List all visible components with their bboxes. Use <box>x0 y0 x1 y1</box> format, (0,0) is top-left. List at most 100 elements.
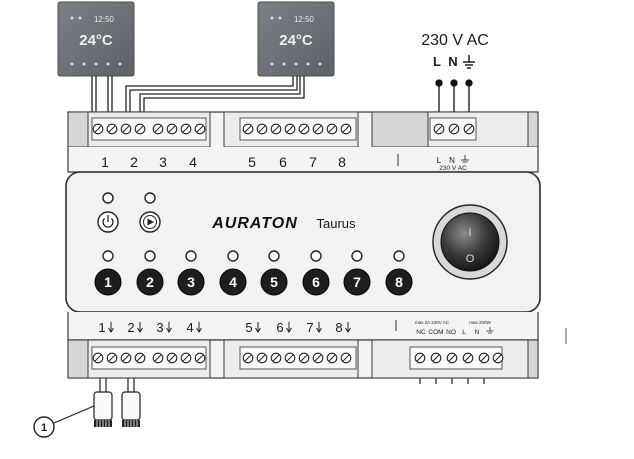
controller-housing <box>65 111 541 384</box>
zone-button-label-1: 1 <box>104 274 112 290</box>
bottom-screw-4 <box>134 352 146 364</box>
top-power-rating: 230 V AC <box>439 165 467 172</box>
top-terminal-label-1: 1 <box>101 154 109 170</box>
zone-button-4[interactable]: 4 <box>219 250 247 296</box>
top-power-screw-2 <box>448 123 460 135</box>
zone-led-2 <box>144 250 156 262</box>
top-power-l: L <box>437 156 442 165</box>
bottom-power-screw-6 <box>492 352 504 364</box>
pump-play-icon <box>139 211 161 233</box>
thermostat-2-temp: 24°C <box>279 32 313 49</box>
svg-text:7: 7 <box>306 320 313 335</box>
svg-text:8: 8 <box>335 320 342 335</box>
bottom-no: NO <box>446 329 456 336</box>
bottom-terminal-label-1: 1 <box>98 320 114 335</box>
bottom-terminal-label-5: 5 <box>245 320 261 335</box>
ground-icon <box>463 55 475 69</box>
switch-off-mark: O <box>466 253 475 265</box>
top-terminal-label-5: 5 <box>248 154 256 170</box>
top-screw-2 <box>106 123 118 135</box>
bottom-screw-7 <box>180 352 192 364</box>
zone-button-label-6: 6 <box>312 274 320 290</box>
thermostat-1-time: 12:50 <box>94 15 115 24</box>
callout-circle <box>33 416 55 438</box>
top-screw-4 <box>134 123 146 135</box>
bottom-screw-12 <box>284 352 296 364</box>
bottom-terminal-label-8: 8 <box>335 320 351 335</box>
bottom-screw-1 <box>92 352 104 364</box>
bottom-screw-2 <box>106 352 118 364</box>
brand-name: AURATON <box>211 215 298 232</box>
zone-led-7 <box>351 250 363 262</box>
bottom-screw-10 <box>256 352 268 364</box>
top-screw-10 <box>256 123 268 135</box>
svg-text:3: 3 <box>156 320 163 335</box>
top-terminal-label-8: 8 <box>338 154 346 170</box>
top-screw-1 <box>92 123 104 135</box>
power-n-label: N <box>448 54 457 69</box>
top-screw-13 <box>298 123 310 135</box>
bottom-screw-8 <box>194 352 206 364</box>
top-terminal-block-power <box>371 111 529 148</box>
zone-led-8 <box>393 250 405 262</box>
bottom-power-screw-5 <box>478 352 490 364</box>
top-screw-15 <box>326 123 338 135</box>
bottom-screw-3 <box>120 352 132 364</box>
zone-button-7[interactable]: 7 <box>343 250 371 296</box>
bottom-power-screw-4 <box>462 352 474 364</box>
switch-on-mark: I <box>468 227 471 239</box>
zone-button-1[interactable]: 1 <box>94 250 122 296</box>
zone-button-8[interactable]: 8 <box>385 250 413 296</box>
top-screw-6 <box>166 123 178 135</box>
svg-text:2: 2 <box>127 320 134 335</box>
power-standby-icon <box>97 211 119 233</box>
bottom-power-screw-1 <box>414 352 426 364</box>
bottom-screw-9 <box>242 352 254 364</box>
callout-number: 1 <box>41 422 47 434</box>
actuator-wires <box>99 378 135 392</box>
bottom-output-rating: max 200W <box>469 320 491 325</box>
power-voltage-label: 230 V AC <box>421 32 489 49</box>
zone-led-4 <box>227 250 239 262</box>
thermostat-1: 12:50 24°C <box>57 1 135 77</box>
top-power-n: N <box>449 156 455 165</box>
callout-leader <box>53 405 95 424</box>
top-screw-16 <box>340 123 352 135</box>
top-screw-8 <box>194 123 206 135</box>
zone-button-3[interactable]: 3 <box>177 250 205 296</box>
zone-button-2[interactable]: 2 <box>136 250 164 296</box>
bottom-com: COM <box>428 329 443 336</box>
zone-button-label-3: 3 <box>187 274 195 290</box>
bottom-power-screw-3 <box>446 352 458 364</box>
power-l-label: L <box>433 54 441 69</box>
thermostat-1-temp: 24°C <box>79 32 113 49</box>
power-wires <box>435 79 473 118</box>
bottom-l: L <box>462 329 466 336</box>
svg-text:6: 6 <box>276 320 283 335</box>
zone-button-5[interactable]: 5 <box>260 250 288 296</box>
top-terminal-label-3: 3 <box>159 154 167 170</box>
top-screw-14 <box>312 123 324 135</box>
top-screw-11 <box>270 123 282 135</box>
bottom-screw-13 <box>298 352 310 364</box>
main-power-switch[interactable]: I O <box>432 204 508 280</box>
zone-button-6[interactable]: 6 <box>302 250 330 296</box>
top-screw-12 <box>284 123 296 135</box>
zone-led-6 <box>310 250 322 262</box>
bottom-power-screw-2 <box>430 352 442 364</box>
thermostat-2-time: 12:50 <box>294 15 315 24</box>
thermostat-2-dots <box>270 16 322 66</box>
zone-led-3 <box>185 250 197 262</box>
top-power-screw-3 <box>463 123 475 135</box>
svg-text:4: 4 <box>186 320 193 335</box>
svg-text:5: 5 <box>245 320 252 335</box>
actuator-1 <box>93 391 113 427</box>
model-name: Taurus <box>316 216 356 231</box>
top-terminal-label-2: 2 <box>130 154 138 170</box>
bottom-terminal-label-3: 3 <box>156 320 172 335</box>
actuator-2 <box>121 391 141 427</box>
bottom-terminal-block-a <box>87 339 211 379</box>
zone-led-1 <box>102 250 114 262</box>
